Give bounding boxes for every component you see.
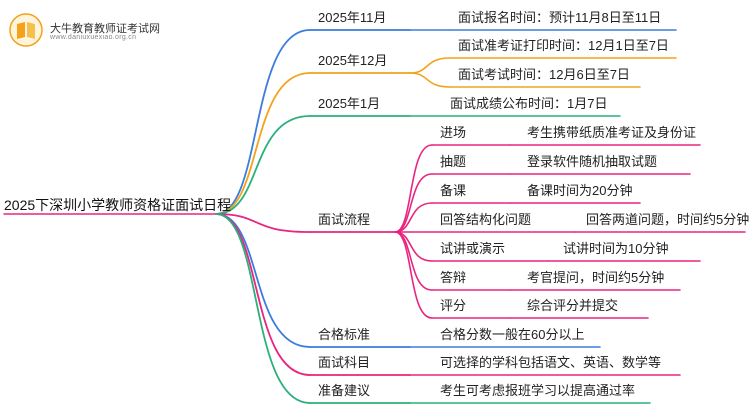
leaf-connector [409, 57, 451, 74]
branch-advice: 准备建议 [318, 383, 371, 398]
step-lecture-detail: 试讲时间为10分钟 [563, 241, 669, 256]
logo-title: 大牛教育教师证考试网 [50, 23, 160, 35]
step-structured-detail: 回答两道问题，时间约5分钟 [586, 212, 750, 227]
leaf-pass-score: 合格分数一般在60分以上 [440, 327, 585, 342]
step-prepare: 备课 [440, 183, 467, 198]
branch-interview-process: 面试流程 [318, 212, 371, 227]
branch-subjects: 面试科目 [318, 355, 371, 370]
step-enter-detail: 考生携带纸质准考证及身份证 [527, 125, 697, 140]
step-scoring: 评分 [440, 298, 467, 313]
branch-connector [215, 29, 311, 215]
branch-connector [215, 213, 311, 404]
branch-pass-standard: 合格标准 [318, 327, 371, 342]
branch-2025-nov: 2025年11月 [318, 10, 387, 25]
step-prepare-detail: 备课时间为20分钟 [527, 183, 633, 198]
branch-connector [215, 213, 311, 233]
step-lecture: 试讲或演示 [440, 241, 506, 256]
step-connector [394, 231, 433, 319]
step-connector [394, 173, 433, 233]
logo-subtitle: www.daniuxuexiao.org.cn [50, 34, 137, 41]
step-connector [394, 202, 433, 233]
branch-connector [215, 213, 311, 348]
step-draw-detail: 登录软件随机抽取试题 [527, 154, 658, 169]
step-structured: 回答结构化问题 [440, 212, 532, 227]
step-connector [394, 144, 433, 233]
branch-2025-jan: 2025年1月 [318, 96, 381, 111]
site-logo: 大牛教育教师证考试网 www.daniuxuexiao.org.cn [6, 10, 160, 50]
step-draw: 抽题 [440, 154, 467, 169]
leaf-exam-time: 面试考试时间：12月6日至7日 [458, 67, 630, 82]
leaf-registration-time: 面试报名时间：预计11月8日至11日 [458, 10, 662, 25]
branch-connector [215, 72, 311, 215]
branch-connector [215, 115, 311, 215]
branch-2025-dec: 2025年12月 [318, 53, 388, 68]
leaf-admission-print-time: 面试准考证打印时间：12月1日至7日 [458, 38, 669, 53]
step-defense: 答辩 [440, 270, 467, 285]
root-node: 2025下深圳小学教师资格证面试日程 [4, 197, 232, 213]
leaf-subjects: 可选择的学科包括语文、英语、数学等 [440, 355, 662, 370]
step-defense-detail: 考官提问，时间约5分钟 [527, 270, 665, 285]
leaf-result-time: 面试成绩公布时间：1月7日 [450, 96, 608, 111]
step-enter: 进场 [440, 125, 467, 140]
leaf-advice: 考生可考虑报班学习以提高通过率 [440, 383, 636, 398]
book-icon [9, 13, 43, 47]
step-scoring-detail: 综合评分并提交 [527, 298, 619, 313]
leaf-connector [409, 72, 451, 88]
